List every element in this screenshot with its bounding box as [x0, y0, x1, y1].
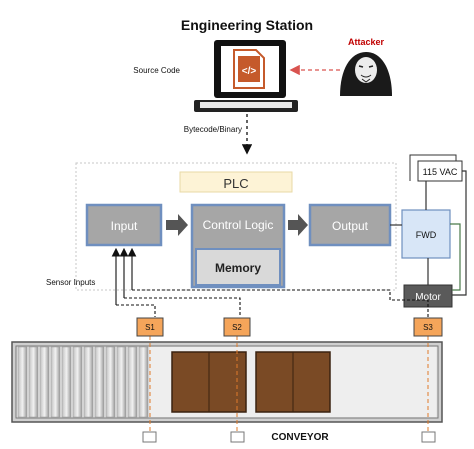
output-label: Output [332, 219, 369, 233]
sensor-beams [149, 336, 429, 432]
conveyor-box-2 [255, 351, 331, 413]
conveyor-rollers [17, 346, 149, 418]
sensor-s2: S2 [223, 317, 251, 337]
sensor-input-wiring [111, 247, 429, 317]
source-code-label: Source Code [133, 66, 180, 75]
plc-label-box [179, 171, 293, 193]
sensor-s2-label: S2 [232, 323, 242, 332]
sensor-s3: S3 [413, 317, 443, 337]
sensor-receivers [142, 431, 436, 443]
fwd-box [401, 209, 451, 259]
control-logic-label: Control Logic [203, 218, 274, 232]
hooded-hacker-icon [340, 52, 392, 96]
logic-to-output-arrow [288, 214, 308, 236]
memory-label: Memory [215, 261, 261, 275]
attacker-label: Attacker [348, 37, 385, 47]
motor-label: Motor [415, 292, 441, 303]
conveyor-box-1 [171, 351, 247, 413]
input-block [85, 203, 163, 247]
fwd-label: FWD [416, 230, 437, 240]
conveyor [11, 341, 443, 423]
plc-label: PLC [223, 176, 248, 191]
sensor-s1-label: S1 [145, 323, 155, 332]
conveyor-label: CONVEYOR [271, 432, 329, 443]
svg-text:</>: </> [242, 66, 257, 77]
bytecode-label: Bytecode/Binary [184, 125, 242, 134]
station-title: Engineering Station [181, 17, 313, 33]
vac-label: 115 VAC [423, 167, 458, 177]
input-label: Input [111, 219, 138, 233]
code-file-icon: </> [233, 49, 265, 89]
sensor-s1: S1 [136, 317, 164, 337]
sensor-inputs-label: Sensor Inputs [46, 278, 95, 287]
power-wiring [390, 154, 467, 296]
input-to-logic-arrow [166, 214, 188, 236]
memory-block [195, 248, 281, 286]
output-block [308, 203, 392, 247]
plc-boundary [75, 162, 397, 291]
sensor-s3-label: S3 [423, 323, 433, 332]
